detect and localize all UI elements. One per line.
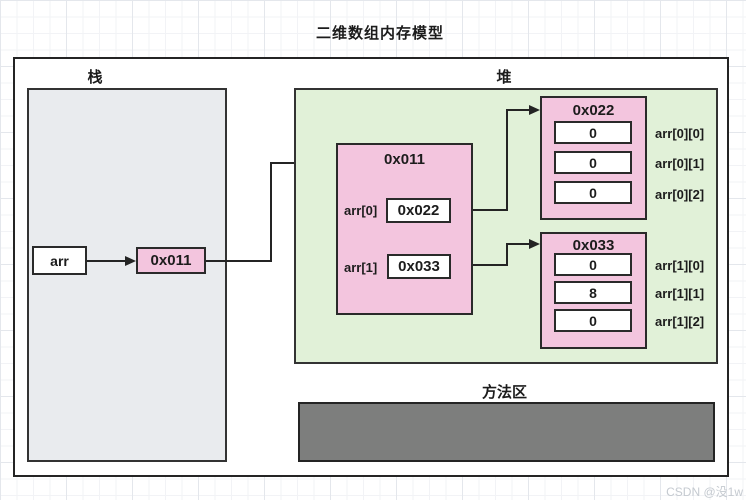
- arrow-arr-to-ref-head-icon: [125, 256, 136, 266]
- heap-row0-cell-0: 0: [554, 121, 632, 144]
- heap-row0-cell-0-label: arr[0][0]: [655, 126, 705, 141]
- connector-row0-h1: [473, 209, 508, 211]
- arrow-arr-to-ref-line: [87, 260, 126, 262]
- heap-row1-address: 0x033: [572, 237, 615, 254]
- heap-row0-cell-2-label: arr[0][2]: [655, 187, 705, 202]
- heap-row1-cell-0-label: arr[1][0]: [655, 258, 705, 273]
- watermark: CSDN @没1w: [666, 485, 743, 499]
- heap-row1-cell-1: 8: [554, 281, 632, 304]
- connector-ref-heap-v: [270, 162, 272, 262]
- connector-row1-h1: [473, 264, 508, 266]
- pointer-slot-1-index: arr[1]: [344, 260, 378, 275]
- heap-row0-address: 0x022: [572, 102, 615, 119]
- heap-row1-cell-2: 0: [554, 309, 632, 332]
- stack-region-label: 栈: [87, 69, 103, 86]
- heap-pointer-object-box: [336, 143, 473, 315]
- heap-row1-cell-2-label: arr[1][2]: [655, 314, 705, 329]
- heap-row0-cell-2: 0: [554, 181, 632, 204]
- method-area-box: [298, 402, 715, 462]
- heap-row1-cell-1-label: arr[1][1]: [655, 286, 705, 301]
- heap-row0-cell-1-label: arr[0][1]: [655, 156, 705, 171]
- pointer-slot-0-index: arr[0]: [344, 203, 378, 218]
- connector-row1-v: [506, 243, 508, 266]
- pointer-slot-1-value: 0x033: [387, 254, 451, 279]
- connector-row0-v: [506, 109, 508, 211]
- connector-row1-head-icon: [529, 239, 540, 249]
- heap-region-label: 堆: [496, 69, 512, 86]
- heap-row0-cell-1: 0: [554, 151, 632, 174]
- heap-pointer-object-address: 0x011: [384, 151, 425, 168]
- diagram-title: 二维数组内存模型: [315, 25, 444, 42]
- pointer-slot-0-value: 0x022: [386, 198, 451, 223]
- stack-variable-box: arr: [32, 246, 87, 275]
- connector-row0-head-icon: [529, 105, 540, 115]
- heap-row1-cell-0: 0: [554, 253, 632, 276]
- connector-ref-heap-h1: [206, 260, 272, 262]
- method-area-label: 方法区: [481, 384, 527, 401]
- connector-row1-h2: [506, 243, 531, 245]
- stack-box: [27, 88, 227, 462]
- stack-ref-box: 0x011: [136, 247, 206, 274]
- connector-row0-h2: [506, 109, 531, 111]
